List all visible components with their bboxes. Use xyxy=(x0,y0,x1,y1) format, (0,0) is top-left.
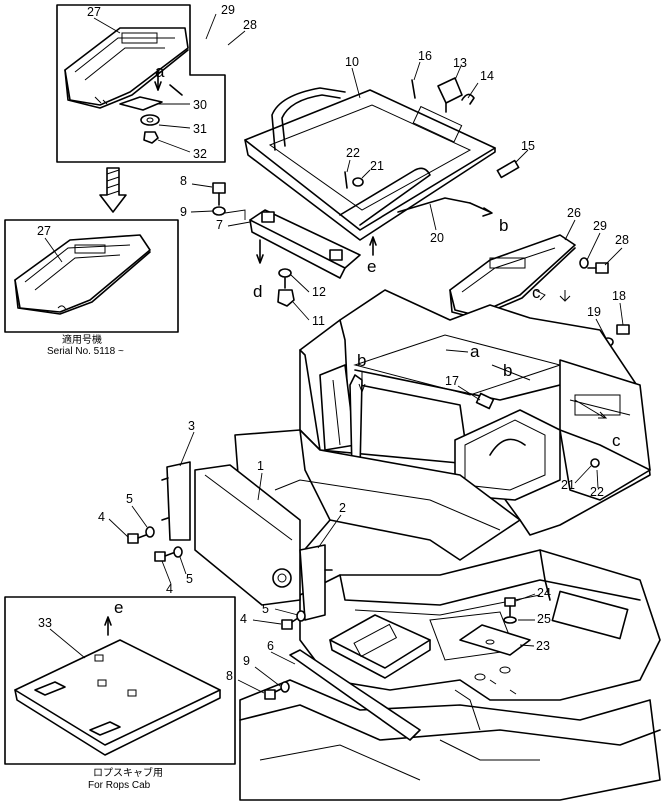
letter-c1: c xyxy=(532,283,541,302)
washer-29 xyxy=(579,257,589,269)
callout-33: 33 xyxy=(38,616,52,630)
callout-27b: 27 xyxy=(37,224,51,238)
callout-4a: 4 xyxy=(98,510,105,524)
callout-9b: 9 xyxy=(243,654,250,668)
callout-30: 30 xyxy=(193,98,207,112)
callout-32: 32 xyxy=(193,147,207,161)
callout-14: 14 xyxy=(480,69,494,83)
panel-1 xyxy=(194,464,301,606)
callout-22b: 22 xyxy=(590,485,604,499)
callout-6: 6 xyxy=(267,639,274,653)
callout-5c: 5 xyxy=(262,602,269,616)
transition-arrow xyxy=(99,167,127,213)
callout-31: 31 xyxy=(193,122,207,136)
callout-23: 23 xyxy=(536,639,550,653)
callout-21a: 21 xyxy=(370,159,384,173)
callout-28a: 28 xyxy=(243,18,257,32)
callout-15: 15 xyxy=(521,139,535,153)
nut-11 xyxy=(277,277,295,307)
inset-rops xyxy=(4,596,236,765)
main-frame xyxy=(234,289,661,801)
callout-26: 26 xyxy=(567,206,581,220)
bolt-24 xyxy=(504,597,516,607)
washer-25 xyxy=(503,616,517,624)
callout-5b: 5 xyxy=(186,572,193,586)
inset-serial xyxy=(4,219,179,333)
callout-25: 25 xyxy=(537,612,551,626)
letter-a1: a xyxy=(155,62,165,81)
bracket-7 xyxy=(249,209,361,279)
bar-6 xyxy=(289,649,421,741)
callout-21b: 21 xyxy=(561,478,575,492)
serial-jp: 適用号機 xyxy=(62,333,102,346)
callout-4c: 4 xyxy=(240,612,247,626)
washer-21 xyxy=(352,169,371,187)
callout-1: 1 xyxy=(257,459,264,473)
rops-jp: ロプスキャブ用 xyxy=(93,766,163,779)
letter-c2: c xyxy=(612,431,621,450)
letter-b3: b xyxy=(503,361,512,380)
callout-7: 7 xyxy=(216,218,223,232)
letter-e2: e xyxy=(114,598,123,617)
callout-8a: 8 xyxy=(180,174,187,188)
callout-13: 13 xyxy=(453,56,467,70)
fasteners-4-5 xyxy=(127,526,306,700)
callout-5a: 5 xyxy=(126,492,133,506)
callout-16: 16 xyxy=(418,49,432,63)
bolt-8-top xyxy=(212,182,226,206)
washer-12 xyxy=(278,268,292,278)
serial-en: Serial No. 5118 ~ xyxy=(47,346,124,357)
callout-labels: 27 29 28 a 30 31 32 27 適用号機 Serial No. 5… xyxy=(37,3,629,791)
callout-3: 3 xyxy=(188,419,195,433)
cover-26 xyxy=(449,234,576,319)
letter-b1: b xyxy=(499,216,508,235)
pin-22 xyxy=(344,171,348,189)
callout-22a: 22 xyxy=(346,146,360,160)
callout-12: 12 xyxy=(312,285,326,299)
callout-9a: 9 xyxy=(180,205,187,219)
bolt-17 xyxy=(475,392,495,410)
callout-18: 18 xyxy=(612,289,626,303)
callout-19: 19 xyxy=(587,305,601,319)
letter-e1: e xyxy=(367,257,376,276)
callout-17: 17 xyxy=(445,374,459,388)
callout-8b: 8 xyxy=(226,669,233,683)
callout-27a: 27 xyxy=(87,5,101,19)
callout-11: 11 xyxy=(312,314,325,328)
callout-10: 10 xyxy=(345,55,359,69)
bracket-2 xyxy=(299,544,333,621)
bolt-28 xyxy=(587,262,609,274)
rops-en: For Rops Cab xyxy=(88,780,151,791)
leader-lines xyxy=(44,13,624,694)
callout-29a: 29 xyxy=(221,3,235,17)
callout-28b: 28 xyxy=(615,233,629,247)
bolt-15 xyxy=(496,149,529,179)
callout-29b: 29 xyxy=(593,219,607,233)
callout-4b: 4 xyxy=(166,582,173,596)
plate-23 xyxy=(459,624,531,656)
pin-14 xyxy=(461,93,475,105)
rod-20 xyxy=(397,197,471,213)
seat-plate-10 xyxy=(244,87,496,241)
bolt-18 xyxy=(616,324,630,335)
inset-top xyxy=(56,4,226,163)
callout-24: 24 xyxy=(537,586,551,600)
letter-b2: b xyxy=(357,351,366,370)
callout-20: 20 xyxy=(430,231,444,245)
callout-2: 2 xyxy=(339,501,346,515)
washer-9-top xyxy=(212,206,226,216)
letter-a2: a xyxy=(470,342,480,361)
bracket-3 xyxy=(161,461,191,541)
pin-16 xyxy=(411,79,416,99)
letter-d: d xyxy=(253,282,262,301)
clip-13 xyxy=(437,65,463,113)
